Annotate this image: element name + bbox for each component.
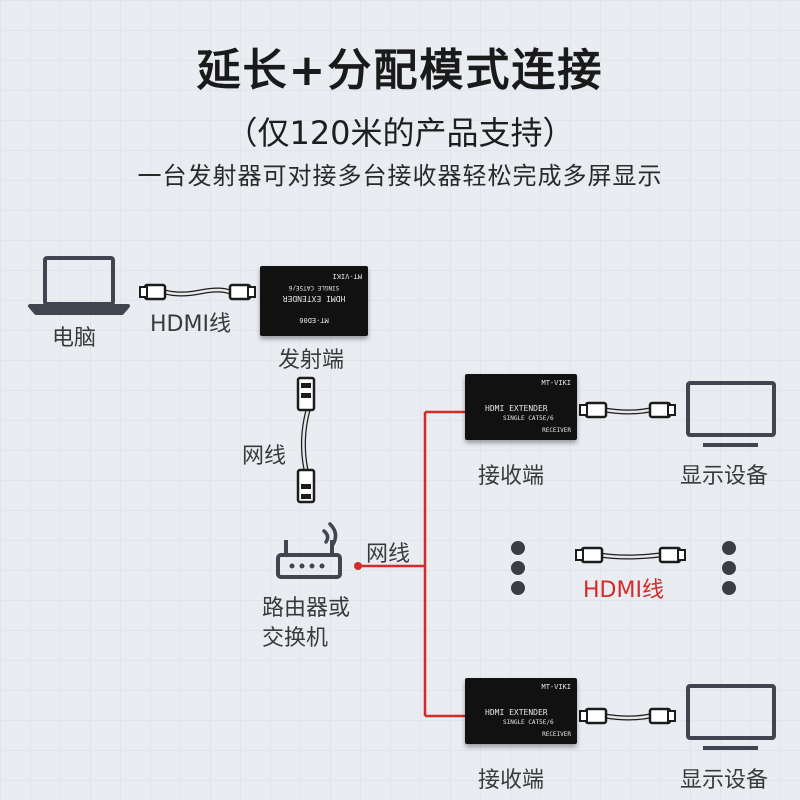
receiver-product-name: HDMI EXTENDER	[485, 708, 548, 717]
receiver-cable-spec: SINGLE CAT5E/6	[503, 415, 554, 422]
transmitter-label: 发射端	[278, 348, 345, 373]
network-line	[358, 410, 465, 718]
transmitter-cable-spec: SINGLE CAT5E/6	[288, 284, 340, 291]
receiver-model: RECEIVER	[542, 731, 571, 738]
network-cable-label-horizontal: 网线	[366, 542, 411, 567]
hdmi-cable-icon	[579, 707, 676, 725]
wifi-signal-icon	[322, 522, 338, 548]
computer-label: 电脑	[52, 326, 97, 351]
transmitter-brand: MT-VIKI	[332, 272, 362, 280]
display-label-bottom: 显示设备	[680, 768, 769, 793]
router-label-line2: 交换机	[262, 626, 329, 651]
hdmi-cable-icon	[575, 546, 686, 564]
ellipsis-dot	[511, 581, 525, 595]
receiver-label-top: 接收端	[478, 464, 545, 489]
hdmi-cable-label-top: HDMI线	[150, 312, 231, 337]
ellipsis-dot	[511, 541, 525, 555]
page-subtitle: （仅120米的产品支持）	[225, 114, 575, 152]
page-description: 一台发射器可对接多台接收器轻松完成多屏显示	[137, 162, 663, 190]
hdmi-cable-icon	[139, 283, 256, 301]
network-cable-label-vertical: 网线	[242, 444, 287, 469]
laptop-icon	[28, 256, 130, 315]
ellipsis-dot	[722, 541, 736, 555]
receiver-device-bottom: MT-VIKI HDMI EXTENDER SINGLE CAT5E/6 REC…	[465, 678, 577, 744]
monitor-icon	[686, 381, 776, 447]
transmitter-device: MT-ED06 HDMI EXTENDER SINGLE CAT5E/6 MT-…	[260, 266, 368, 336]
receiver-device-top: MT-VIKI HDMI EXTENDER SINGLE CAT5E/6 REC…	[465, 374, 577, 440]
router-label-line1: 路由器或	[262, 596, 351, 621]
ellipsis-dot	[722, 581, 736, 595]
transmitter-product-name: HDMI EXTENDER	[282, 294, 346, 303]
hdmi-cable-icon	[579, 401, 676, 419]
ethernet-cable-icon	[296, 376, 316, 504]
ellipsis-dot	[511, 561, 525, 575]
network-junction-dot	[354, 562, 362, 570]
ellipsis-dot	[722, 561, 736, 575]
receiver-brand: MT-VIKI	[541, 379, 571, 387]
monitor-icon	[686, 684, 776, 750]
page-title: 延长+分配模式连接	[196, 45, 604, 96]
transmitter-model: MT-ED06	[299, 316, 329, 324]
display-label-top: 显示设备	[680, 464, 769, 489]
hdmi-cable-label-middle: HDMI线	[583, 578, 664, 603]
receiver-brand: MT-VIKI	[541, 683, 571, 691]
receiver-label-bottom: 接收端	[478, 768, 545, 793]
receiver-cable-spec: SINGLE CAT5E/6	[503, 719, 554, 726]
receiver-product-name: HDMI EXTENDER	[485, 404, 548, 413]
receiver-model: RECEIVER	[542, 427, 571, 434]
